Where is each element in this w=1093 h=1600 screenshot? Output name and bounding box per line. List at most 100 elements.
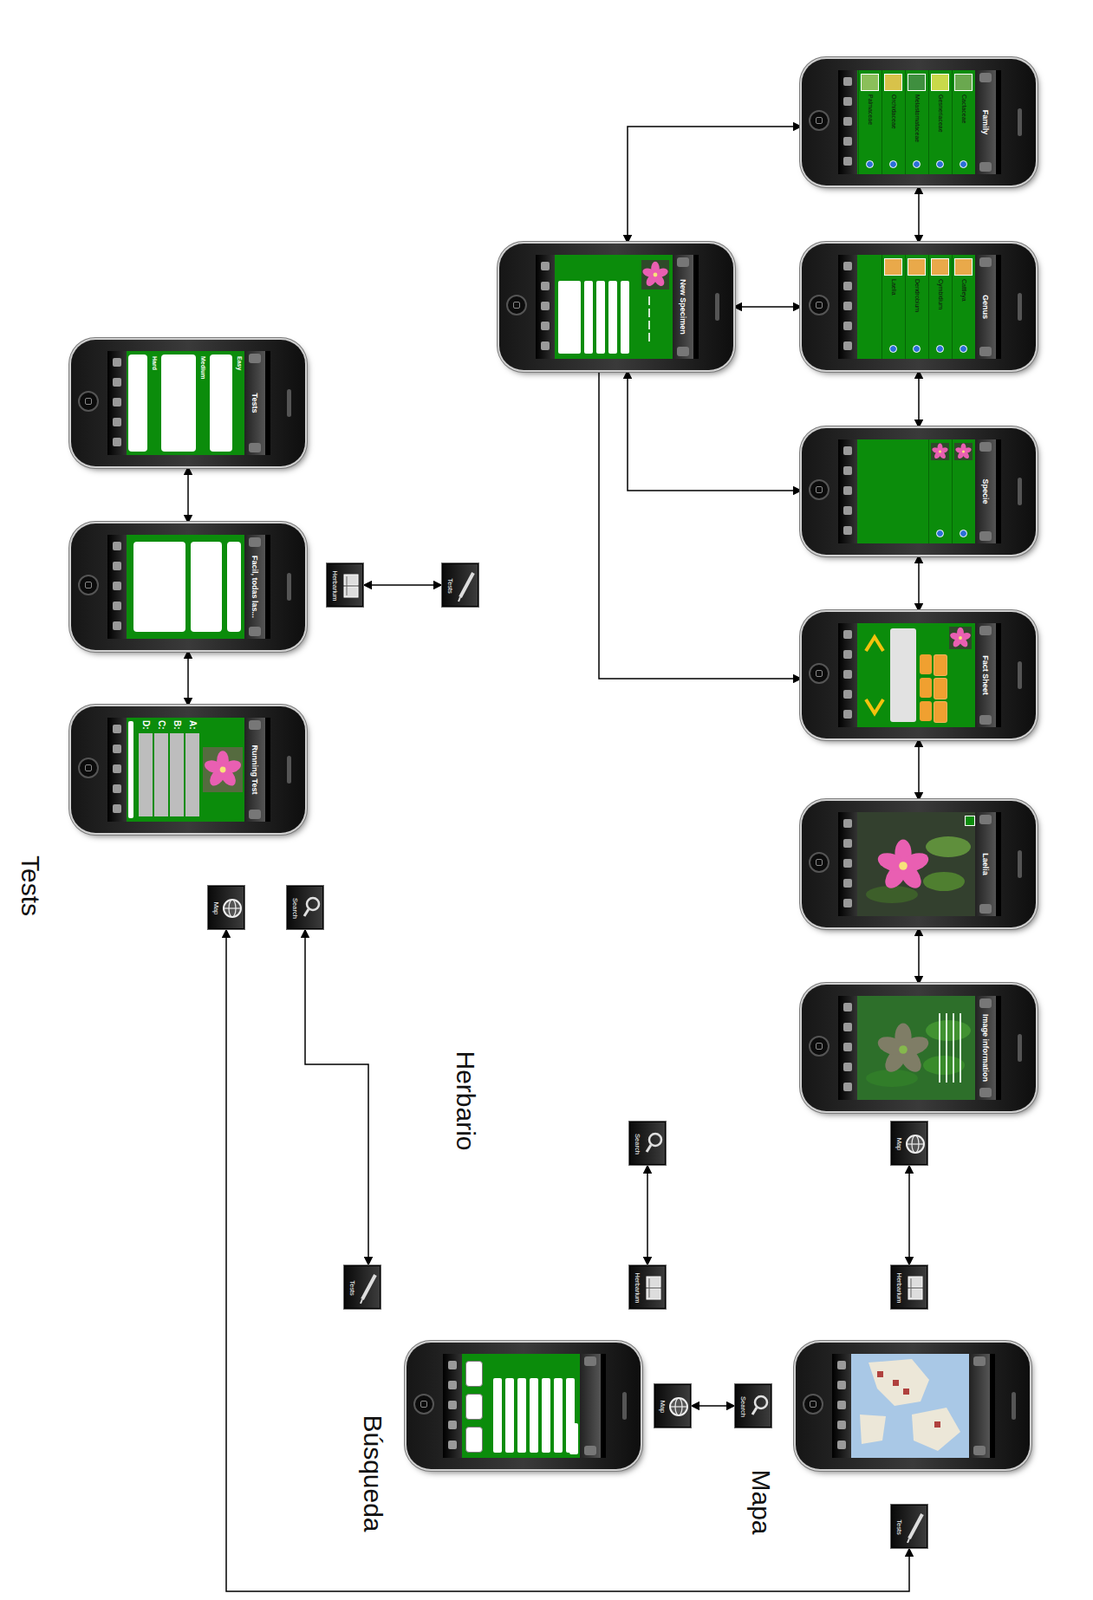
map-drawing (851, 1353, 970, 1458)
connector-arrow (917, 185, 920, 244)
tab-icon (112, 377, 122, 387)
test-info (190, 541, 222, 632)
screen-text: Melastomataceae (913, 94, 920, 143)
nav-button (584, 1356, 597, 1367)
panel-title: Herbario (450, 1050, 481, 1151)
tab-icon (843, 321, 853, 331)
connector-arrow (187, 466, 189, 524)
nav-button (979, 162, 992, 172)
tab-bar (838, 254, 858, 359)
search-field (517, 1378, 527, 1453)
tab-icon (112, 581, 122, 591)
progress-bar (128, 721, 134, 819)
screen-title: New Specimen (678, 279, 688, 335)
panel: MapaHerbariumSearchTests (733, 1262, 1080, 1549)
petal (202, 758, 226, 776)
tab-icon (843, 1022, 853, 1032)
earpiece (286, 755, 292, 784)
nav-button (584, 1445, 597, 1456)
field (608, 280, 618, 354)
row-separator (951, 439, 953, 544)
disclosure-button (889, 344, 898, 353)
tab-icon-box: Search (735, 1384, 772, 1428)
earpiece (715, 292, 720, 321)
status-bar (995, 70, 1002, 175)
info-line (648, 308, 651, 318)
screen-text: Orchidaceae (890, 94, 897, 130)
fact-button (933, 654, 948, 677)
disclosure-button (959, 160, 968, 169)
tab-icon (843, 301, 853, 311)
info-line (959, 1013, 962, 1083)
tab-icon (837, 1400, 846, 1410)
phone-screen-node: TestsEasyMediumHard (71, 339, 306, 467)
tab-icon (540, 341, 550, 351)
screen-text: A: (188, 720, 198, 730)
home-square (84, 581, 92, 589)
tab-icon (448, 1400, 457, 1410)
disclosure-button (936, 529, 944, 538)
earpiece (1017, 477, 1022, 506)
tab-icon (837, 1420, 846, 1430)
phone-illustration (406, 1342, 641, 1470)
tab-icon (843, 630, 853, 639)
tab-icon (112, 417, 122, 427)
flower-picture (930, 442, 950, 461)
chevron-drawing (862, 628, 887, 723)
tab-label: Map (895, 1138, 904, 1152)
flower-drawing (930, 442, 950, 461)
earpiece (286, 389, 292, 417)
tab-icon (843, 506, 853, 515)
earpiece (1017, 108, 1022, 137)
answer-box (138, 733, 153, 817)
flower-picture (954, 442, 973, 461)
nav-button (979, 998, 992, 1009)
phone-screen-node: New Specimen (499, 243, 734, 371)
screen-text: Hard (151, 356, 158, 371)
status-bar (265, 717, 271, 822)
earpiece (622, 1392, 627, 1420)
tab-icon (112, 621, 122, 631)
panel: BúsquedaTestsHerbariumMap (342, 1262, 690, 1549)
connector-arrow (187, 650, 189, 707)
start-button (227, 541, 241, 632)
disclosure-button (912, 344, 921, 353)
test-block (161, 354, 196, 452)
tab-label: Tests (446, 578, 455, 594)
tab-icon-box: Tests (891, 1504, 928, 1549)
tab-icon (843, 446, 853, 456)
screen-text: Medium (200, 356, 207, 379)
row-thumbnail (907, 73, 926, 92)
fact-text-area (890, 628, 917, 723)
screen-text: Cactaceae (960, 94, 967, 124)
home-button (808, 294, 830, 316)
tab-icon (112, 601, 122, 611)
info-line (648, 320, 651, 330)
tab-icon (112, 357, 122, 367)
nav-button (979, 814, 992, 825)
tab-icon-box: Search (629, 1121, 666, 1165)
earpiece (286, 572, 292, 601)
tab-icon (448, 1420, 457, 1430)
home-button (808, 852, 830, 873)
tab-icon (843, 858, 853, 868)
chevron-up (865, 637, 884, 651)
screen: Facil, todas las... (107, 534, 271, 639)
connector-arrow (305, 929, 369, 1266)
screen-title: Tests (250, 393, 260, 414)
nav-button (248, 537, 261, 547)
earpiece (1017, 292, 1022, 321)
row-thumbnail (907, 258, 926, 276)
connector-arrow (908, 1164, 911, 1266)
tab-icon (112, 784, 122, 794)
petal (931, 446, 942, 455)
nav-button (979, 715, 992, 725)
home-button (808, 479, 830, 501)
tab-label: Herbarium (331, 570, 339, 601)
status-bar (989, 1353, 996, 1458)
status-bar (600, 1353, 606, 1458)
panel-title: Mapa (746, 1469, 776, 1535)
screen-text: Laelia (890, 279, 897, 296)
tab-icon (843, 670, 853, 679)
tab-bar (107, 351, 127, 456)
